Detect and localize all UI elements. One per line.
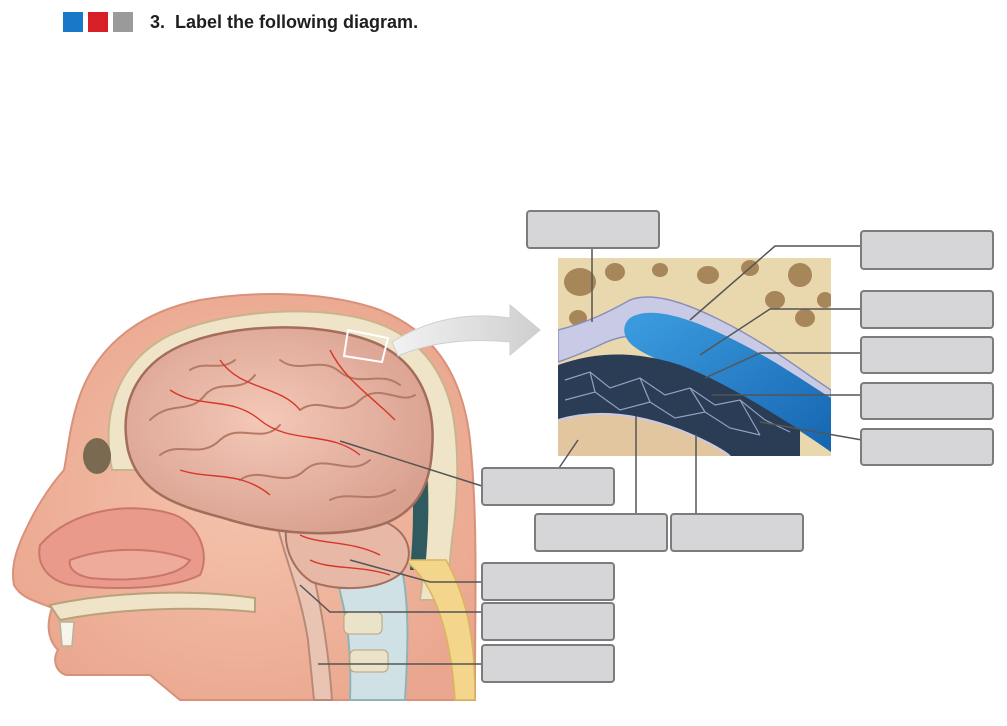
frontal-sinus [83,438,111,474]
red-square-icon [88,12,108,32]
zoom-arrow [391,303,541,357]
label-box-spinal[interactable] [481,644,615,683]
question-title: 3. Label the following diagram. [150,12,418,33]
leader-inset-right-2 [699,308,862,356]
vertebra-2 [349,649,389,673]
label-box-inset-right-1[interactable] [860,230,994,270]
neck-muscle [402,559,476,701]
gray-square-icon [113,12,133,32]
blood-vessels [169,349,396,576]
leader-inset-right-1 [689,245,862,321]
vertebra-1 [343,611,383,635]
label-box-inset-top[interactable] [526,210,660,249]
tooth [59,621,75,647]
hard-palate [48,591,256,622]
pia-mater [558,412,731,456]
leader-lines [299,245,863,665]
question-header: 3. Label the following diagram. [63,10,418,34]
nasal-concha-lower [68,548,192,581]
question-number-dot: . [160,11,166,32]
question-number: 3 [150,11,161,32]
label-box-inset-right-2[interactable] [860,290,994,329]
leader-brainstem [299,584,482,613]
label-box-cerebrum[interactable] [481,467,615,506]
arachnoid-web [564,371,791,436]
leader-inset-right-3 [704,352,862,379]
label-box-inset-bottom-right[interactable] [670,513,804,552]
leader-inset-bottom-left [558,439,579,469]
leader-cerebrum [339,440,483,487]
head-illustration [12,293,477,701]
brain-gyri [149,359,416,501]
question-prompt: Label the following diagram. [175,11,419,32]
label-box-inset-bottom-left[interactable] [534,513,668,552]
label-box-inset-right-3[interactable] [860,336,994,374]
label-box-cerebellum[interactable] [481,562,615,601]
skull-bone-pores [564,260,831,327]
label-box-brainstem[interactable] [481,602,615,641]
inset-source-marker [342,328,390,364]
label-box-inset-right-5[interactable] [860,428,994,466]
brain-tissue [558,413,730,456]
blue-square-icon [63,12,83,32]
label-box-inset-right-4[interactable] [860,382,994,420]
leader-cerebellum [349,559,482,583]
leader-inset-right-5 [759,421,863,441]
meninges-inset [558,258,831,456]
